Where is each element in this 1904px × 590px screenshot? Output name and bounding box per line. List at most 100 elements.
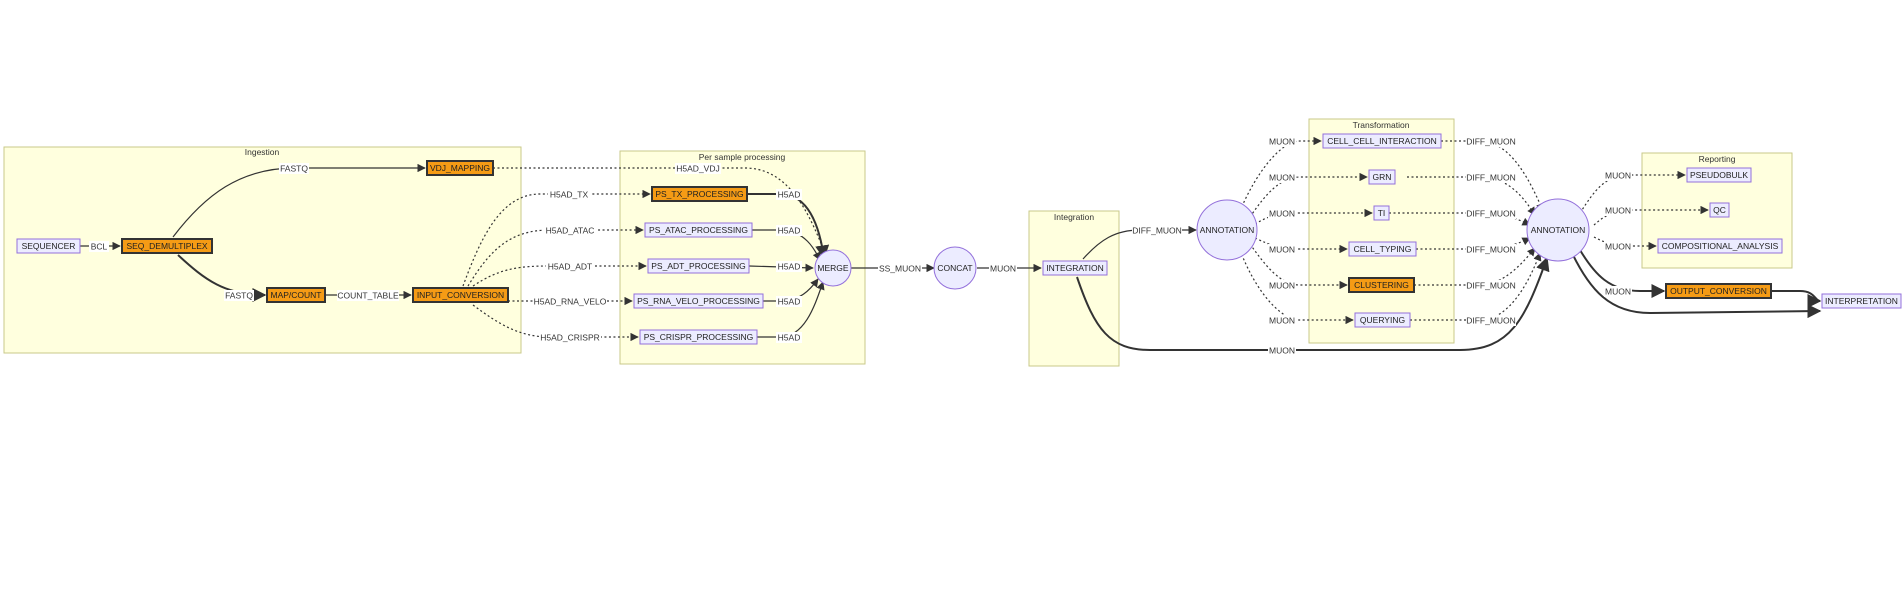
cluster-reporting-title: Reporting xyxy=(1699,154,1736,164)
edge-integration-annotation2 xyxy=(1076,256,1550,351)
edge-label-muon-concat: MUON xyxy=(990,264,1016,274)
node-ps-tx-processing[interactable]: PS_TX_PROCESSING xyxy=(651,186,748,202)
edge-ann1-querying xyxy=(1239,249,1354,325)
edge-label-diff-t4: DIFF_MUON xyxy=(1466,245,1516,255)
edge-label-h5ad-tx: H5AD_TX xyxy=(550,190,589,200)
edge-label-h5ad-crispr: H5AD_CRISPR xyxy=(540,333,600,343)
node-clustering-label: CLUSTERING xyxy=(1354,280,1409,290)
edge-label-muon-r3: MUON xyxy=(1605,242,1631,252)
node-cell-cell-interaction[interactable]: CELL_CELL_INTERACTION xyxy=(1322,133,1442,149)
edge-label-muon-out: MUON xyxy=(1605,287,1631,297)
edge-label-muon-bypass: MUON xyxy=(1269,346,1295,356)
node-map-count-label: MAP/COUNT xyxy=(271,290,322,300)
edge-input-psatac xyxy=(467,225,644,287)
edge-label-h5ad-atac: H5AD_ATAC xyxy=(546,226,595,236)
node-input-conversion-label: INPUT_CONVERSION xyxy=(417,290,504,300)
node-pseudobulk[interactable]: PSEUDOBULK xyxy=(1686,167,1752,183)
node-grn-label: GRN xyxy=(1373,172,1392,182)
node-annotation-1[interactable]: ANNOTATION xyxy=(1196,199,1258,261)
node-interpretation-label: INTERPRETATION xyxy=(1825,296,1898,306)
node-annotation-2-label: ANNOTATION xyxy=(1531,225,1585,235)
node-qc[interactable]: QC xyxy=(1709,202,1730,218)
node-ps-adt-processing-label: PS_ADT_PROCESSING xyxy=(651,261,745,271)
cluster-integration-title: Integration xyxy=(1054,212,1094,222)
node-ps-atac-processing[interactable]: PS_ATAC_PROCESSING xyxy=(644,222,753,238)
node-ti[interactable]: TI xyxy=(1373,205,1390,221)
edge-label-muon-t1: MUON xyxy=(1269,137,1295,147)
node-ti-label: TI xyxy=(1378,208,1386,218)
node-ps-atac-processing-label: PS_ATAC_PROCESSING xyxy=(649,225,748,235)
edge-label-count-table: COUNT_TABLE xyxy=(337,291,399,301)
node-output-conversion[interactable]: OUTPUT_CONVERSION xyxy=(1665,283,1772,299)
node-querying-label: QUERYING xyxy=(1360,315,1405,325)
cluster-transformation: Transformation xyxy=(1308,118,1455,344)
node-annotation-1-label: ANNOTATION xyxy=(1200,225,1254,235)
node-sequencer-label: SEQUENCER xyxy=(22,241,76,251)
edge-ann2-interpretation xyxy=(1571,252,1822,319)
node-ps-crispr-processing[interactable]: PS_CRISPR_PROCESSING xyxy=(639,329,758,345)
cluster-per-sample-title: Per sample processing xyxy=(699,152,786,162)
edge-label-muon-t4: MUON xyxy=(1269,245,1295,255)
edge-output-interpretation xyxy=(1771,290,1822,308)
node-input-conversion[interactable]: INPUT_CONVERSION xyxy=(412,287,509,303)
node-cell-cell-interaction-label: CELL_CELL_INTERACTION xyxy=(1327,136,1437,146)
node-map-count[interactable]: MAP/COUNT xyxy=(266,287,326,303)
node-cell-typing[interactable]: CELL_TYPING xyxy=(1348,241,1417,257)
node-ps-rna-velo-processing[interactable]: PS_RNA_VELO_PROCESSING xyxy=(633,293,764,309)
edge-label-muon-r2: MUON xyxy=(1605,206,1631,216)
node-interpretation[interactable]: INTERPRETATION xyxy=(1821,293,1902,309)
edge-ann2-compositional xyxy=(1593,236,1657,251)
edge-label-h5ad-4: H5AD xyxy=(778,297,801,307)
edge-label-diff-t6: DIFF_MUON xyxy=(1466,316,1516,326)
edge-label-h5ad-1: H5AD xyxy=(778,190,801,200)
node-querying[interactable]: QUERYING xyxy=(1354,312,1411,328)
edge-label-diff-t1: DIFF_MUON xyxy=(1466,137,1516,147)
edge-input-psadt xyxy=(472,261,647,287)
cluster-integration: Integration xyxy=(1028,210,1120,367)
edge-label-h5ad-5: H5AD xyxy=(778,333,801,343)
node-compositional-analysis[interactable]: COMPOSITIONAL_ANALYSIS xyxy=(1657,238,1783,254)
node-concat[interactable]: CONCAT xyxy=(933,246,977,290)
edge-label-muon-t3: MUON xyxy=(1269,209,1295,219)
node-concat-label: CONCAT xyxy=(937,263,972,273)
edge-label-ss-muon: SS_MUON xyxy=(879,264,921,274)
node-integration-label: INTEGRATION xyxy=(1046,263,1103,273)
node-pseudobulk-label: PSEUDOBULK xyxy=(1690,170,1748,180)
edge-ann1-celltyping xyxy=(1254,237,1348,254)
edge-label-muon-t6: MUON xyxy=(1269,316,1295,326)
edge-label-diff-t3: DIFF_MUON xyxy=(1466,209,1516,219)
edge-labels: BCL FASTQ FASTQ COUNT_TABLE H5AD_VDJ H5A… xyxy=(89,136,1632,356)
edge-label-h5ad-rna-velo: H5AD_RNA_VELO xyxy=(534,297,607,307)
node-qc-label: QC xyxy=(1713,205,1726,215)
node-seq-demultiplex[interactable]: SEQ_DEMULTIPLEX xyxy=(121,238,213,254)
node-sequencer[interactable]: SEQUENCER xyxy=(16,238,81,254)
node-merge[interactable]: MERGE xyxy=(814,249,852,287)
edge-label-h5ad-3: H5AD xyxy=(778,262,801,272)
node-clustering[interactable]: CLUSTERING xyxy=(1348,277,1415,293)
node-ps-rna-velo-processing-label: PS_RNA_VELO_PROCESSING xyxy=(637,296,760,306)
node-integration[interactable]: INTEGRATION xyxy=(1042,260,1108,276)
edge-label-muon-r1: MUON xyxy=(1605,171,1631,181)
node-grn[interactable]: GRN xyxy=(1368,169,1396,185)
edge-label-bcl: BCL xyxy=(91,242,108,252)
edge-label-diff-t2: DIFF_MUON xyxy=(1466,173,1516,183)
edge-label-h5ad-vdj: H5AD_VDJ xyxy=(676,164,719,174)
edge-label-muon-t2: MUON xyxy=(1269,173,1295,183)
edge-ann1-cellcell xyxy=(1239,136,1322,212)
edge-label-fastq-top: FASTQ xyxy=(280,164,308,174)
edge-label-diff-t5: DIFF_MUON xyxy=(1466,281,1516,291)
node-annotation-2[interactable]: ANNOTATION xyxy=(1526,198,1590,262)
node-vdj-mapping-label: VDJ_MAPPING xyxy=(430,163,490,173)
edge-ann1-ti xyxy=(1254,208,1373,225)
node-cell-typing-label: CELL_TYPING xyxy=(1354,244,1412,254)
node-ps-crispr-processing-label: PS_CRISPR_PROCESSING xyxy=(644,332,754,342)
cluster-ingestion-title: Ingestion xyxy=(245,147,280,157)
edge-label-fastq-bottom: FASTQ xyxy=(225,291,253,301)
edge-ann2-output xyxy=(1579,249,1666,298)
edge-label-diff-muon-int: DIFF_MUON xyxy=(1132,226,1182,236)
edge-label-h5ad-adt: H5AD_ADT xyxy=(548,262,592,272)
node-ps-adt-processing[interactable]: PS_ADT_PROCESSING xyxy=(647,258,750,274)
node-ps-tx-processing-label: PS_TX_PROCESSING xyxy=(655,189,743,199)
node-vdj-mapping[interactable]: VDJ_MAPPING xyxy=(426,160,494,176)
